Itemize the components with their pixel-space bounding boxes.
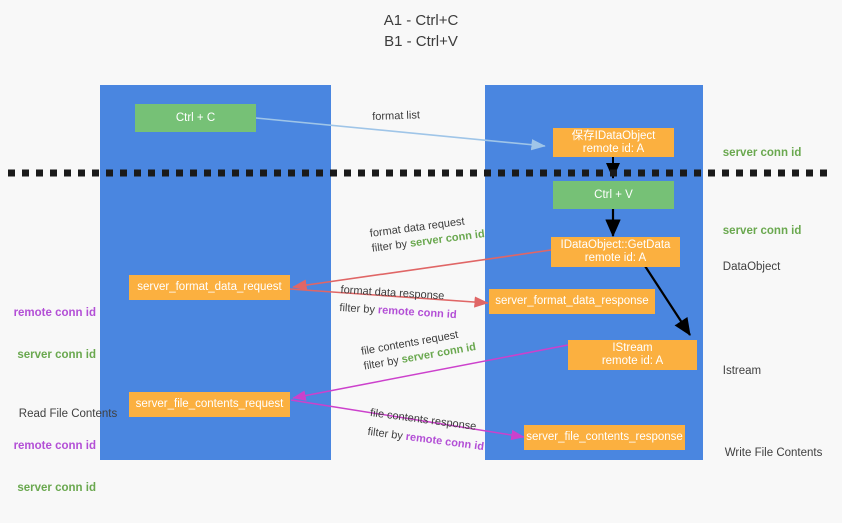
node-save-idataobject[interactable]: 保存IDataObject remote id: A bbox=[553, 128, 674, 157]
left-label-remote-conn-id-lower: remote conn id bbox=[13, 440, 96, 452]
node-istream[interactable]: IStream remote id: A bbox=[568, 340, 697, 370]
left-label-server-conn-id-upper: server conn id bbox=[17, 349, 96, 361]
node-server-format-data-response[interactable]: server_format_data_response bbox=[489, 289, 655, 314]
diagram-canvas: A1 - Ctrl+C B1 - Ctrl+V A1 remote B1 con… bbox=[6, 12, 834, 494]
node-idataobject-getdata[interactable]: IDataObject::GetData remote id: A bbox=[551, 237, 680, 267]
right-label-server-conn-id-top: server conn id bbox=[710, 132, 802, 174]
node-ctrl-v[interactable]: Ctrl + V bbox=[553, 181, 674, 209]
right-label-write-file-contents-text: Write File Contents bbox=[724, 447, 823, 459]
node-istream-label: IStream remote id: A bbox=[601, 342, 664, 367]
edge-label-file-contents-response-prefix: filter by bbox=[366, 425, 407, 443]
node-idataobject-getdata-label: IDataObject::GetData remote id: A bbox=[560, 239, 671, 264]
left-label-conn-ids-lower: remote conn id server conn id bbox=[10, 411, 96, 523]
edge-label-format-list: format list bbox=[372, 108, 420, 125]
edge-label-format-data-response-value: remote conn id bbox=[377, 304, 457, 322]
right-label-write-file-contents: Write File Contents bbox=[712, 432, 823, 474]
right-label-server-conn-id-top-text: server conn id bbox=[722, 147, 802, 159]
right-label-istream: Istream bbox=[710, 350, 761, 392]
right-label-server-conn-id-second-text: server conn id bbox=[722, 225, 802, 237]
right-label-server-conn-id-second: server conn id bbox=[710, 210, 802, 252]
node-ctrl-c[interactable]: Ctrl + C bbox=[135, 104, 256, 132]
node-ctrl-c-label: Ctrl + C bbox=[175, 111, 216, 124]
diagram-title: A1 - Ctrl+C B1 - Ctrl+V bbox=[383, 12, 459, 50]
edge-label-format-data-request-prefix: filter by bbox=[371, 237, 411, 255]
right-label-dataobject-text: DataObject bbox=[722, 261, 781, 273]
node-server-file-contents-request-label: server_file_contents_request bbox=[135, 398, 284, 410]
node-server-file-contents-response-label: server_file_contents_response bbox=[526, 431, 683, 443]
node-server-format-data-response-label: server_format_data_response bbox=[495, 295, 649, 307]
edge-label-format-data-request: format data request filter by server con… bbox=[369, 212, 486, 257]
node-server-file-contents-request[interactable]: server_file_contents_request bbox=[129, 392, 290, 417]
node-server-file-contents-response[interactable]: server_file_contents_response bbox=[524, 425, 685, 450]
left-label-conn-ids-upper: remote conn id server conn id bbox=[10, 278, 96, 390]
node-save-idataobject-label: 保存IDataObject remote id: A bbox=[571, 129, 656, 155]
node-ctrl-v-label: Ctrl + V bbox=[594, 188, 633, 201]
left-label-server-conn-id-lower: server conn id bbox=[17, 482, 96, 494]
right-label-dataobject: DataObject bbox=[710, 246, 781, 288]
node-server-format-data-request[interactable]: server_format_data_request bbox=[129, 275, 290, 300]
edge-label-file-contents-response: file contents response filter by remote … bbox=[367, 406, 488, 455]
edge-label-format-data-response-line2: filter by remote conn id bbox=[339, 301, 457, 323]
left-label-read-file-contents-text: Read File Contents bbox=[18, 408, 118, 420]
edge-label-file-contents-request: file contents request filter by server c… bbox=[360, 325, 477, 374]
edge-label-format-list-text: format list bbox=[372, 109, 421, 123]
node-server-format-data-request-label: server_format_data_request bbox=[137, 281, 282, 293]
right-label-istream-text: Istream bbox=[722, 365, 762, 377]
edge-label-format-data-response: format data response filter by remote co… bbox=[339, 283, 458, 323]
left-label-read-file-contents: Read File Contents bbox=[6, 393, 117, 435]
left-label-remote-conn-id-upper: remote conn id bbox=[13, 307, 96, 319]
edge-label-format-data-response-prefix: filter by bbox=[339, 301, 379, 317]
